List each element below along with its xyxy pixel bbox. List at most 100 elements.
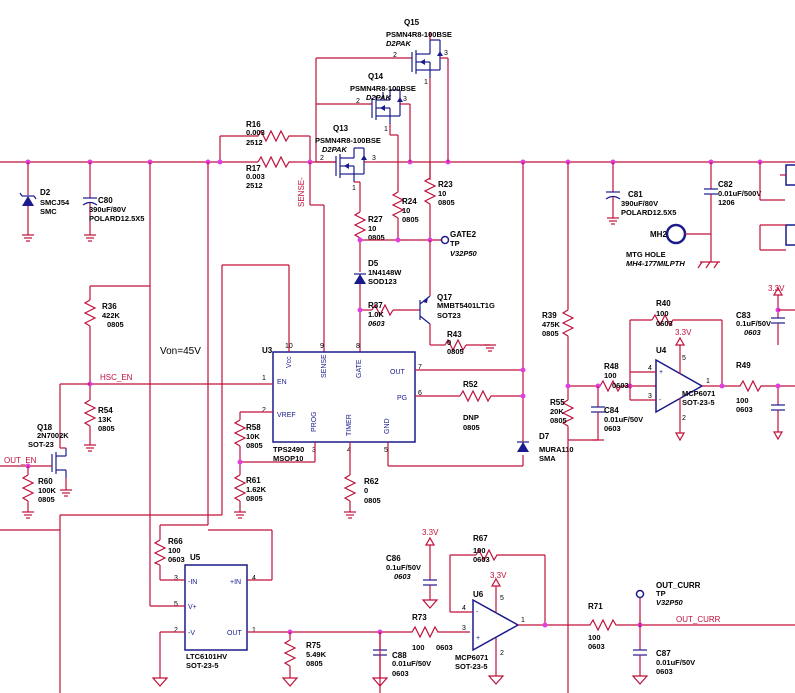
diode-d7[interactable]: D7 MURA110 SMA (517, 432, 574, 463)
svg-text:0603: 0603 (394, 572, 412, 581)
capacitor-c80[interactable]: C80 390uF/80V POLARD12.5X5 (82, 162, 144, 242)
svg-text:0805: 0805 (246, 441, 263, 450)
resistor-r75[interactable]: R75 5.49K 0805 (281, 632, 327, 687)
resistor-r43[interactable]: R43 0 0805 (444, 330, 496, 356)
svg-text:0.01uF/500V: 0.01uF/500V (718, 189, 761, 198)
resistor-r62[interactable]: R62 0 0805 (343, 474, 381, 519)
svg-text:2512: 2512 (246, 138, 263, 147)
resistor-r36[interactable]: R36 422K 0805 (83, 162, 151, 400)
svg-text:SOT-23-5: SOT-23-5 (186, 661, 219, 670)
diode-d5[interactable]: D5 1N4148W SOD123 (354, 259, 402, 352)
testpoint-out-curr[interactable]: OUT_CURR TP V32P50 (635, 581, 701, 625)
mosfet-q18[interactable]: Q18 2N7002K SOT-23 OUT_EN (0, 423, 72, 497)
svg-text:MTG HOLE: MTG HOLE (626, 250, 666, 259)
resistor-r40[interactable]: R40 100 0603 (651, 299, 680, 328)
svg-text:MCP6071: MCP6071 (455, 653, 488, 662)
svg-text:0603: 0603 (656, 667, 673, 676)
resistor-r55[interactable]: R55 20K 0805 (550, 398, 598, 441)
svg-text:3.3V: 3.3V (675, 328, 692, 337)
net-sense: SENSE- (297, 162, 325, 352)
testpoint-gate2[interactable]: GATE2 TP V32P50 (440, 230, 478, 258)
svg-text:2: 2 (356, 98, 360, 105)
svg-text:U4: U4 (656, 346, 667, 355)
svg-text:0: 0 (447, 338, 451, 347)
svg-text:MH4-177MILPTH: MH4-177MILPTH (626, 259, 685, 268)
rail-junctions (25, 159, 763, 165)
svg-text:0603: 0603 (368, 319, 386, 328)
capacitor-c86[interactable]: 3.3V C86 0.1uF/50V 0603 (386, 528, 439, 609)
svg-text:2N7002K: 2N7002K (37, 431, 69, 440)
capacitor-c84[interactable]: C84 0.01uF/50V 0603 (591, 386, 643, 441)
resistor-r60[interactable]: R60 100K 0805 (21, 466, 57, 519)
resistor-r61[interactable]: R61 1.62K 0805 (233, 474, 267, 519)
resistor-r52[interactable]: R52 DNP 0805 (459, 380, 502, 432)
svg-text:0603: 0603 (604, 424, 621, 433)
capacitor-c88[interactable]: C88 0.01uF/50V 0603 (371, 632, 431, 687)
svg-text:0805: 0805 (542, 329, 559, 338)
opamp-u4[interactable]: + - U4 MCP6071 SOT-23-5 3.3V 4 3 1 5 2 (629, 319, 730, 442)
diode-d2[interactable]: D2 SMCJ54 SMC (19, 162, 70, 242)
mosfet-q14[interactable]: Q14 PSMN4R8-100BSE D2PAK 2 3 1 (316, 72, 416, 192)
resistor-r49[interactable]: R49 100 0603 (730, 361, 795, 441)
capacitor-c82[interactable]: C82 0.01uF/500V 1206 (704, 162, 761, 262)
svg-text:R61: R61 (246, 476, 261, 485)
capacitor-c87[interactable]: C87 0.01uF/50V 0603 (631, 625, 695, 685)
svg-text:2: 2 (682, 415, 686, 422)
svg-text:OUT_EN: OUT_EN (4, 456, 37, 465)
svg-text:R54: R54 (98, 406, 113, 415)
svg-text:POLARD12.5X5: POLARD12.5X5 (89, 214, 144, 223)
svg-text:SMC: SMC (40, 207, 57, 216)
svg-text:Q14: Q14 (368, 72, 384, 81)
resistor-r39[interactable]: R39 475K 0805 (542, 162, 575, 400)
svg-text:R71: R71 (588, 602, 603, 611)
svg-text:3: 3 (403, 96, 407, 103)
svg-text:3.3V: 3.3V (422, 528, 439, 537)
svg-text:R66: R66 (168, 537, 183, 546)
svg-text:SOT23: SOT23 (437, 311, 461, 320)
transistor-q17[interactable]: Q17 MMBT5401LT1G SOT23 (419, 240, 495, 346)
resistor-r67[interactable]: R67 100 0603 (473, 534, 505, 564)
svg-text:0603: 0603 (392, 669, 409, 678)
svg-text:D2PAK: D2PAK (386, 39, 411, 48)
svg-text:-IN: -IN (188, 579, 197, 586)
svg-text:3: 3 (312, 447, 316, 454)
svg-text:R62: R62 (364, 477, 379, 486)
svg-text:100: 100 (168, 546, 181, 555)
capacitor-c83[interactable]: 3.3V C83 0.1uF/50V 0603 (736, 284, 795, 345)
mosfet-q13[interactable]: Q13 PSMN4R8-100BSE D2PAK 2 3 1 (315, 124, 381, 212)
u3-wiring (0, 162, 526, 693)
svg-text:1: 1 (384, 126, 388, 133)
mounting-hole-mh2[interactable]: MH2 MTG HOLE MH4-177MILPTH (626, 223, 720, 269)
svg-text:OUT_CURR: OUT_CURR (656, 581, 701, 590)
svg-text:0603: 0603 (436, 643, 453, 652)
resistor-r58[interactable]: R58 10K 0805 (233, 419, 263, 452)
svg-text:R43: R43 (447, 330, 462, 339)
svg-text:D5: D5 (368, 259, 379, 268)
resistor-r54[interactable]: R54 13K 0805 (83, 399, 115, 452)
resistor-r23[interactable]: R23 10 0805 (423, 162, 455, 240)
opamp-u6[interactable]: - + U6 MCP6071 SOT-23-5 3.3V 4 3 1 5 2 (449, 554, 580, 685)
resistor-r48[interactable]: R48 100 0603 (595, 362, 657, 393)
node-r39 (565, 383, 600, 389)
svg-text:Q18: Q18 (37, 423, 53, 432)
resistor-r24[interactable]: R24 10 0805 (391, 191, 419, 240)
ic-u3[interactable]: U3 TPS2490 MSOP10 Vcc SENSE GATE EN OUT … (262, 343, 422, 463)
svg-text:R75: R75 (306, 641, 321, 650)
resistor-r17[interactable]: R17 0.003 2512 (246, 155, 295, 190)
svg-text:2: 2 (174, 627, 178, 634)
resistor-r16[interactable]: R16 0.003 2512 (246, 120, 295, 147)
svg-text:DNP: DNP (463, 413, 479, 422)
resistor-r27[interactable]: R27 10 0805 (353, 211, 385, 262)
svg-text:SMCJ54: SMCJ54 (40, 198, 70, 207)
resistor-r37[interactable]: R37 1.0K 0603 (357, 301, 421, 328)
ic-u5[interactable]: U5 LTC6101HV SOT-23-5 -IN +IN V+ -V OUT … (174, 553, 256, 670)
svg-text:TP: TP (450, 239, 460, 248)
mosfet-q15[interactable]: Q15 PSMN4R8-100BSE D2PAK 2 3 1 (315, 18, 452, 180)
svg-text:GND: GND (384, 418, 391, 434)
svg-text:-: - (659, 397, 662, 404)
resistor-r73[interactable]: R73 100 0603 (402, 613, 470, 652)
resistor-r66[interactable]: R66 100 0603 (153, 537, 185, 566)
svg-text:100: 100 (473, 546, 486, 555)
resistor-r71[interactable]: R71 100 0603 OUT_CURR (580, 602, 795, 651)
capacitor-c81[interactable]: C81 390uF/80V POLARD12.5X5 (605, 162, 676, 225)
